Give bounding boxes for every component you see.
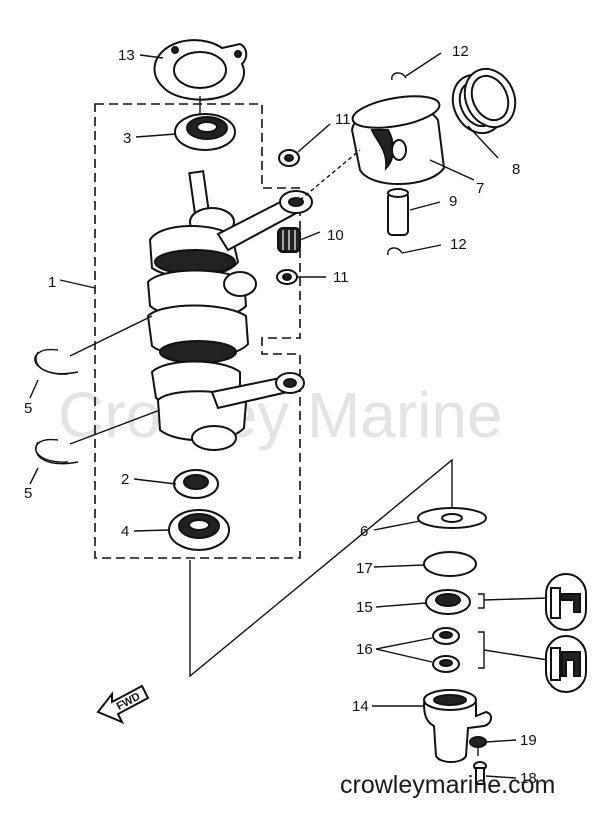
callout-16: 16 (356, 641, 373, 658)
callout-10: 10 (327, 227, 344, 244)
callout-18: 18 (520, 770, 537, 787)
seal-cross-section-detail-lower (545, 635, 587, 693)
callout-leaders (29, 52, 517, 779)
leader-10 (299, 231, 321, 241)
leader-5a (29, 379, 39, 399)
lower-crank-circlip-edge (35, 441, 79, 465)
piston-axis-line (299, 149, 361, 201)
callout-6: 6 (360, 523, 368, 540)
leader-1-to-lower-circlip (69, 409, 161, 445)
callout-14: 14 (352, 698, 369, 715)
leader-12a (405, 52, 442, 77)
piston-pin-part (387, 188, 409, 236)
labyrinth-seal-part (173, 469, 219, 499)
lower-thrust-washer-part (276, 269, 298, 285)
o-ring-part (423, 551, 477, 577)
leader-19 (485, 739, 517, 743)
callout-3: 3 (123, 130, 131, 147)
leader-1 (59, 279, 96, 289)
callout-19: 19 (520, 732, 537, 749)
callout-7: 7 (476, 180, 484, 197)
callout-12-upper: 12 (452, 43, 469, 60)
callout-5-lower: 5 (24, 485, 32, 502)
leader-11a (297, 123, 331, 153)
forward-direction-arrow-icon: FWD (96, 684, 150, 724)
leader-1-to-upper-circlip (69, 315, 153, 357)
leader-12b (401, 244, 442, 254)
leader-5b (29, 467, 39, 485)
leader-16-lower (375, 648, 433, 663)
callout-12-lower: 12 (450, 236, 467, 253)
fwd-label: FWD (115, 691, 143, 713)
leader-13 (139, 54, 164, 59)
leader-9 (409, 201, 441, 211)
upper-connecting-rod-part (216, 190, 313, 252)
leader-18 (485, 775, 517, 779)
leader-16-upper (375, 637, 433, 650)
upper-crank-circlip-part (34, 348, 69, 375)
leader-17 (373, 564, 425, 568)
crankshaft-part (146, 170, 257, 451)
gasket-part (153, 39, 248, 101)
leader-3 (135, 133, 177, 138)
callout-1: 1 (48, 274, 56, 291)
upper-oil-seal-part (174, 113, 236, 151)
callout-11-upper: 11 (335, 111, 351, 128)
callout-4: 4 (121, 523, 129, 540)
housing-exploded-bracket (189, 458, 453, 678)
upper-thrust-washer-part (278, 149, 300, 167)
callout-5-upper: 5 (24, 400, 32, 417)
leader-2 (133, 478, 177, 485)
callout-17: 17 (356, 560, 373, 577)
piston-part (350, 95, 446, 186)
upper-crank-circlip-edge (35, 351, 79, 375)
seal-detail-leader-lower (483, 649, 549, 661)
seal-detail-leader-upper (483, 597, 549, 601)
double-oil-seals-part (432, 627, 460, 673)
leader-8 (467, 125, 499, 159)
leader-4 (133, 529, 170, 532)
lower-housing-part (422, 689, 492, 763)
crankshaft-assembly-boundary (94, 103, 301, 559)
lower-bearing-part (168, 509, 230, 551)
seal-detail-bracket-lower (478, 631, 485, 669)
thrust-washer-part (417, 507, 487, 529)
screw-19-part (469, 736, 487, 756)
leader-7 (429, 159, 475, 181)
website-footer-text: crowleymarine.com (340, 771, 555, 799)
piston-rings-part (451, 67, 517, 135)
callout-13: 13 (118, 47, 135, 64)
upper-circlip-part (391, 72, 407, 81)
lower-circlip-part (387, 247, 403, 256)
callout-11-lower: 11 (333, 269, 349, 286)
callout-2: 2 (121, 471, 129, 488)
leader-15 (375, 602, 427, 608)
callout-9: 9 (449, 193, 457, 210)
seal-detail-bracket-upper (478, 593, 485, 609)
bolt-18-part (473, 761, 487, 785)
leader-6 (373, 520, 421, 531)
lower-connecting-rod-part (210, 372, 305, 410)
housing-oil-seal-part (425, 589, 471, 615)
needle-bearing-part (277, 227, 301, 253)
callout-8: 8 (512, 161, 520, 178)
lower-crank-circlip-part (34, 438, 69, 463)
seal-cross-section-detail-upper (545, 573, 587, 631)
callout-15: 15 (356, 599, 373, 616)
